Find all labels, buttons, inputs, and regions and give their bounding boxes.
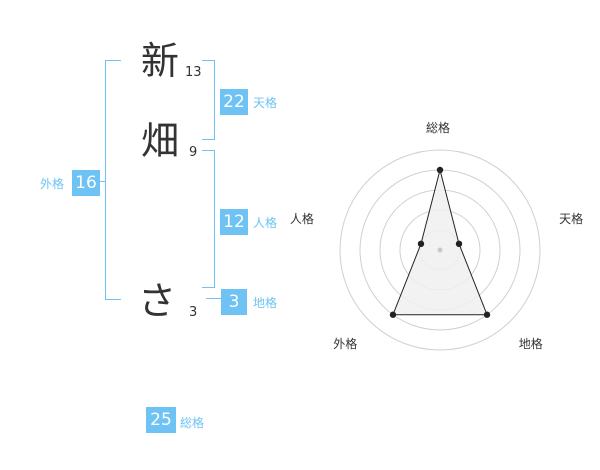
- chikaku-connector: [206, 298, 221, 299]
- gaikaku-bracket: [105, 60, 121, 300]
- radar-point-1: [436, 166, 444, 174]
- jinkaku-bracket: [202, 150, 215, 288]
- radar-area: [392, 169, 488, 316]
- chikaku-badge: 3: [221, 289, 247, 315]
- radar-axis-label: 総格: [426, 121, 451, 135]
- jinkaku-label: 人格: [253, 216, 278, 230]
- soukaku-badge: 25: [146, 407, 176, 433]
- radar-points: [389, 166, 491, 318]
- soukaku-label: 総格: [180, 416, 205, 430]
- tenkaku-badge: 22: [220, 89, 248, 115]
- stroke-count-1: 13: [185, 65, 202, 80]
- name-char-1: 新: [140, 39, 179, 83]
- gaikaku-label: 外格: [40, 177, 65, 191]
- radar-point-3: [483, 311, 491, 318]
- radar-axis-label: 地格: [518, 336, 543, 351]
- radar-axis-label: 天格: [559, 212, 584, 227]
- radar-point-4: [389, 311, 397, 318]
- gaikaku-connector: [99, 181, 106, 182]
- name-char-3: さ: [137, 279, 176, 323]
- radar-point-5: [417, 240, 425, 248]
- jinkaku-badge: 12: [220, 209, 248, 235]
- tenkaku-bracket: [202, 60, 215, 140]
- gaikaku-badge: 16: [72, 170, 100, 196]
- radar-point-2: [455, 240, 463, 248]
- stroke-count-2: 9: [189, 145, 198, 160]
- radar-axis-label: 人格: [289, 212, 314, 227]
- radar-center: [437, 247, 443, 253]
- stroke-count-3: 3: [189, 305, 198, 320]
- radar-axis-label: 外格: [333, 336, 358, 351]
- chikaku-label: 地格: [253, 296, 278, 310]
- name-char-2: 畑: [140, 119, 179, 163]
- radar-ring: [339, 149, 541, 351]
- tenkaku-label: 天格: [253, 96, 278, 110]
